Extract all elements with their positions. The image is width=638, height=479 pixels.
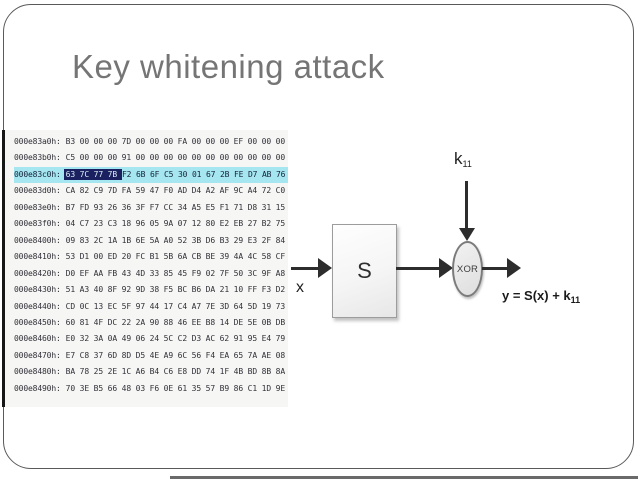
hex-row: 000e8460h: E0 32 3A 0A 49 06 24 5C C2 D3 … [14, 331, 288, 347]
hex-address: 000e8460h: [14, 334, 61, 344]
sbox-to-xor-arrow-head-icon [439, 258, 453, 278]
hex-row: 000e8420h: D0 EF AA FB 43 4D 33 85 45 F9 … [14, 266, 288, 282]
hex-row: 000e8400h: 09 83 2C 1A 1B 6E 5A A0 52 3B … [14, 233, 288, 249]
hex-bytes: B3 00 00 00 7D 00 00 00 FA 00 00 00 EF 0… [65, 137, 285, 146]
hex-bytes: 60 81 4F DC 22 2A 90 88 46 EE B8 14 DE 5… [65, 317, 285, 327]
key-label: k11 [454, 149, 472, 169]
hex-bytes: D0 EF AA FB 43 4D 33 85 45 F9 02 7F 50 3… [65, 268, 285, 278]
hex-address: 000e83f0h: [14, 219, 61, 229]
hex-row: 000e83f0h: 04 C7 23 C3 18 96 05 9A 07 12 … [14, 216, 288, 232]
output-arrow-head-icon [507, 258, 521, 278]
hex-address: 000e8430h: [14, 285, 61, 295]
hex-bytes: C5 00 00 00 91 00 00 00 00 00 00 00 00 0… [65, 153, 285, 163]
hex-bytes: 70 3E B5 66 48 03 F6 0E 61 35 57 B9 86 C… [65, 383, 285, 393]
hex-row: 000e83e0h: B7 FD 93 26 36 3F F7 CC 34 A5 … [14, 200, 288, 216]
bottom-edge-strip [170, 476, 638, 479]
hex-bytes: B7 FD 93 26 36 3F F7 CC 34 A5 E5 F1 71 D… [65, 202, 285, 212]
hex-bytes: BA 78 25 2E 1C A6 B4 C6 E8 DD 74 1F 4B B… [65, 367, 285, 377]
slide-title: Key whitening attack [72, 48, 385, 85]
key-label-subscript: 11 [462, 159, 472, 169]
hex-row: 000e8490h: 70 3E B5 66 48 03 F6 0E 61 35 … [14, 381, 288, 397]
output-formula: y = S(x) + k11 [502, 288, 580, 305]
hex-bytes: CA 82 C9 7D FA 59 47 F0 AD D4 A2 AF 9C A… [65, 186, 285, 196]
hex-address: 000e8420h: [14, 268, 61, 278]
hex-row: 000e8440h: CD 0C 13 EC 5F 97 44 17 C4 A7 … [14, 299, 288, 315]
hex-address: 000e83d0h: [14, 186, 61, 196]
hex-bytes: E7 C8 37 6D 8D D5 4E A9 6C 56 F4 EA 65 7… [65, 350, 285, 360]
key-label-base: k [454, 149, 463, 168]
hex-row: 000e83a0h: B3 00 00 00 7D 00 00 00 FA 00 … [14, 134, 288, 150]
key-arrow-line [465, 181, 468, 229]
sbox-to-xor-arrow-line [396, 267, 440, 270]
input-label: x [296, 279, 304, 296]
hex-row: 000e8450h: 60 81 4F DC 22 2A 90 88 46 EE … [14, 315, 288, 331]
hex-address: 000e8440h: [14, 301, 61, 311]
hex-address: 000e83c0h: [14, 169, 61, 179]
hex-address: 000e83a0h: [14, 137, 61, 146]
hex-bytes: 04 C7 23 C3 18 96 05 9A 07 12 80 E2 EB 2… [65, 219, 285, 229]
input-arrow-head-icon [318, 258, 332, 278]
hex-row: 000e83b0h: C5 00 00 00 91 00 00 00 00 00 … [14, 150, 288, 166]
hex-address: 000e8450h: [14, 317, 61, 327]
hex-bytes: 53 D1 00 ED 20 FC B1 5B 6A CB BE 39 4A 4… [65, 252, 285, 262]
hex-selected-bytes: 63 7C 77 7B [63, 168, 123, 180]
hex-bytes: CD 0C 13 EC 5F 97 44 17 C4 A7 7E 3D 64 5… [65, 301, 285, 311]
xor-label: XOR [456, 263, 479, 275]
key-arrow-head-icon [459, 228, 475, 241]
hex-editor-screenshot: 000e83a0h: B3 00 00 00 7D 00 00 00 FA 00 … [2, 130, 289, 407]
output-arrow-line [482, 267, 508, 270]
input-arrow-line [291, 267, 319, 270]
hex-address: 000e83e0h: [14, 202, 61, 212]
hex-address: 000e8470h: [14, 350, 61, 360]
output-formula-text: y = S(x) + k [502, 288, 571, 303]
sbox-label: S [357, 258, 372, 283]
hex-bytes: F2 6B 6F C5 30 01 67 2B FE D7 AB 76 [122, 169, 286, 179]
sbox-block: S [332, 224, 397, 318]
hex-row: 000e8470h: E7 C8 37 6D 8D D5 4E A9 6C 56 … [14, 348, 288, 364]
hex-address: 000e8480h: [14, 367, 61, 377]
hex-row: 000e8430h: 51 A3 40 8F 92 9D 38 F5 BC B6 … [14, 282, 288, 298]
hex-address: 000e8490h: [14, 383, 61, 393]
hex-address: 000e8410h: [14, 252, 61, 262]
xor-node: XOR [452, 241, 483, 297]
hex-address: 000e8400h: [14, 235, 61, 245]
hex-row: 000e83d0h: CA 82 C9 7D FA 59 47 F0 AD D4 … [14, 183, 288, 199]
hex-row: 000e8410h: 53 D1 00 ED 20 FC B1 5B 6A CB … [14, 249, 288, 265]
hex-bytes: E0 32 3A 0A 49 06 24 5C C2 D3 AC 62 91 9… [65, 334, 285, 344]
hex-bytes: 09 83 2C 1A 1B 6E 5A A0 52 3B D6 B3 29 E… [65, 235, 285, 245]
hex-row: 000e8480h: BA 78 25 2E 1C A6 B4 C6 E8 DD … [14, 364, 288, 380]
hex-bytes: 51 A3 40 8F 92 9D 38 F5 BC B6 DA 21 10 F… [65, 285, 285, 295]
hex-address: 000e83b0h: [14, 153, 61, 163]
output-formula-subscript: 11 [570, 295, 581, 305]
